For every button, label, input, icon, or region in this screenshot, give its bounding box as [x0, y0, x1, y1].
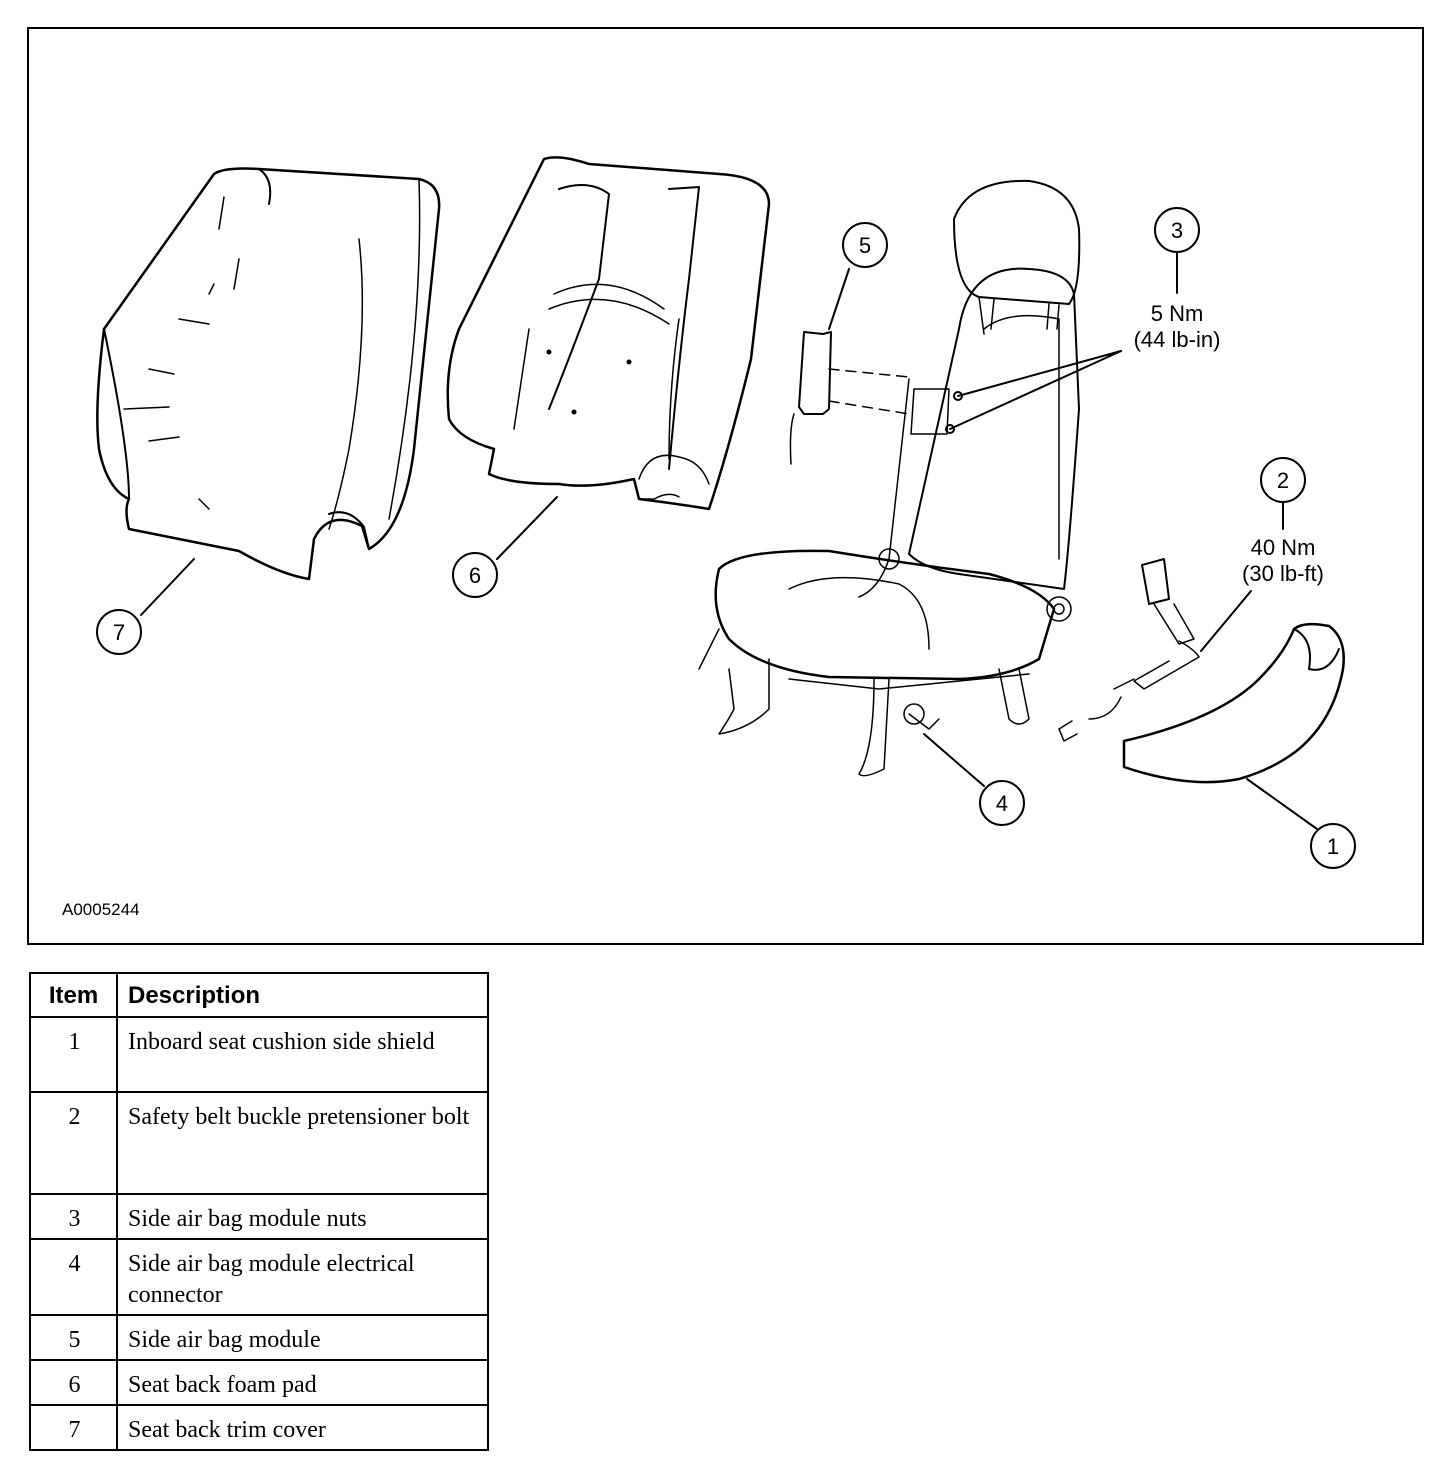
callout-3: 3 5 Nm (44 lb-in) — [949, 207, 1221, 430]
exploded-diagram: 7 6 5 — [27, 27, 1424, 945]
seat-back-foam-pad-drawing — [446, 156, 771, 511]
legend-item-description: Side air bag module nuts — [116, 1193, 489, 1240]
legend-row: 1 Inboard seat cushion side shield — [29, 1016, 489, 1093]
legend-row: 4 Side air bag module electrical connect… — [29, 1238, 489, 1316]
legend-row: 7 Seat back trim cover — [29, 1404, 489, 1451]
legend-table: Item Description 1 Inboard seat cushion … — [29, 972, 489, 1451]
callout-2-torque-metric: 40 Nm — [1251, 535, 1316, 560]
legend-header-description: Description — [116, 972, 489, 1018]
callout-2-number: 2 — [1277, 468, 1289, 493]
side-air-bag-module-drawing — [789, 331, 910, 465]
legend-header-item: Item — [29, 972, 118, 1018]
figure-code: A0005244 — [62, 900, 140, 919]
callout-1-number: 1 — [1327, 834, 1339, 859]
callout-1: 1 — [1246, 778, 1356, 869]
callout-4: 4 — [923, 733, 1025, 826]
callout-3-number: 3 — [1171, 218, 1183, 243]
legend-item-number: 6 — [29, 1359, 118, 1406]
legend-row: 5 Side air bag module — [29, 1314, 489, 1361]
legend-item-description: Seat back foam pad — [116, 1359, 489, 1406]
safety-belt-buckle-drawing — [1058, 558, 1200, 742]
legend-item-description: Safety belt buckle pretensioner bolt — [116, 1091, 489, 1195]
callout-7: 7 — [96, 558, 195, 655]
legend-item-number: 2 — [29, 1091, 118, 1195]
callout-6: 6 — [452, 496, 558, 598]
callout-3-torque-metric: 5 Nm — [1151, 301, 1204, 326]
callout-2: 2 40 Nm (30 lb-ft) — [1200, 457, 1324, 652]
legend-item-number: 1 — [29, 1016, 118, 1093]
callout-6-number: 6 — [469, 563, 481, 588]
legend-item-number: 7 — [29, 1404, 118, 1451]
legend-item-number: 4 — [29, 1238, 118, 1316]
legend-item-description: Side air bag module electrical connector — [116, 1238, 489, 1316]
seat-back-trim-cover-drawing — [96, 167, 441, 581]
legend-item-number: 3 — [29, 1193, 118, 1240]
legend-row: 6 Seat back foam pad — [29, 1359, 489, 1406]
seat-assembly-drawing — [698, 179, 1081, 777]
callout-5-number: 5 — [859, 233, 871, 258]
legend-row: 3 Side air bag module nuts — [29, 1193, 489, 1240]
legend-item-description: Inboard seat cushion side shield — [116, 1016, 489, 1093]
legend-item-number: 5 — [29, 1314, 118, 1361]
callout-7-number: 7 — [113, 620, 125, 645]
callout-4-number: 4 — [996, 791, 1008, 816]
side-shield-drawing — [1122, 622, 1345, 784]
legend-header-row: Item Description — [29, 972, 489, 1018]
callout-5: 5 — [828, 222, 888, 330]
callout-3-torque-imperial: (44 lb-in) — [1134, 327, 1221, 352]
legend-item-description: Seat back trim cover — [116, 1404, 489, 1451]
legend-item-description: Side air bag module — [116, 1314, 489, 1361]
callout-2-torque-imperial: (30 lb-ft) — [1242, 561, 1324, 586]
legend-row: 2 Safety belt buckle pretensioner bolt — [29, 1091, 489, 1195]
